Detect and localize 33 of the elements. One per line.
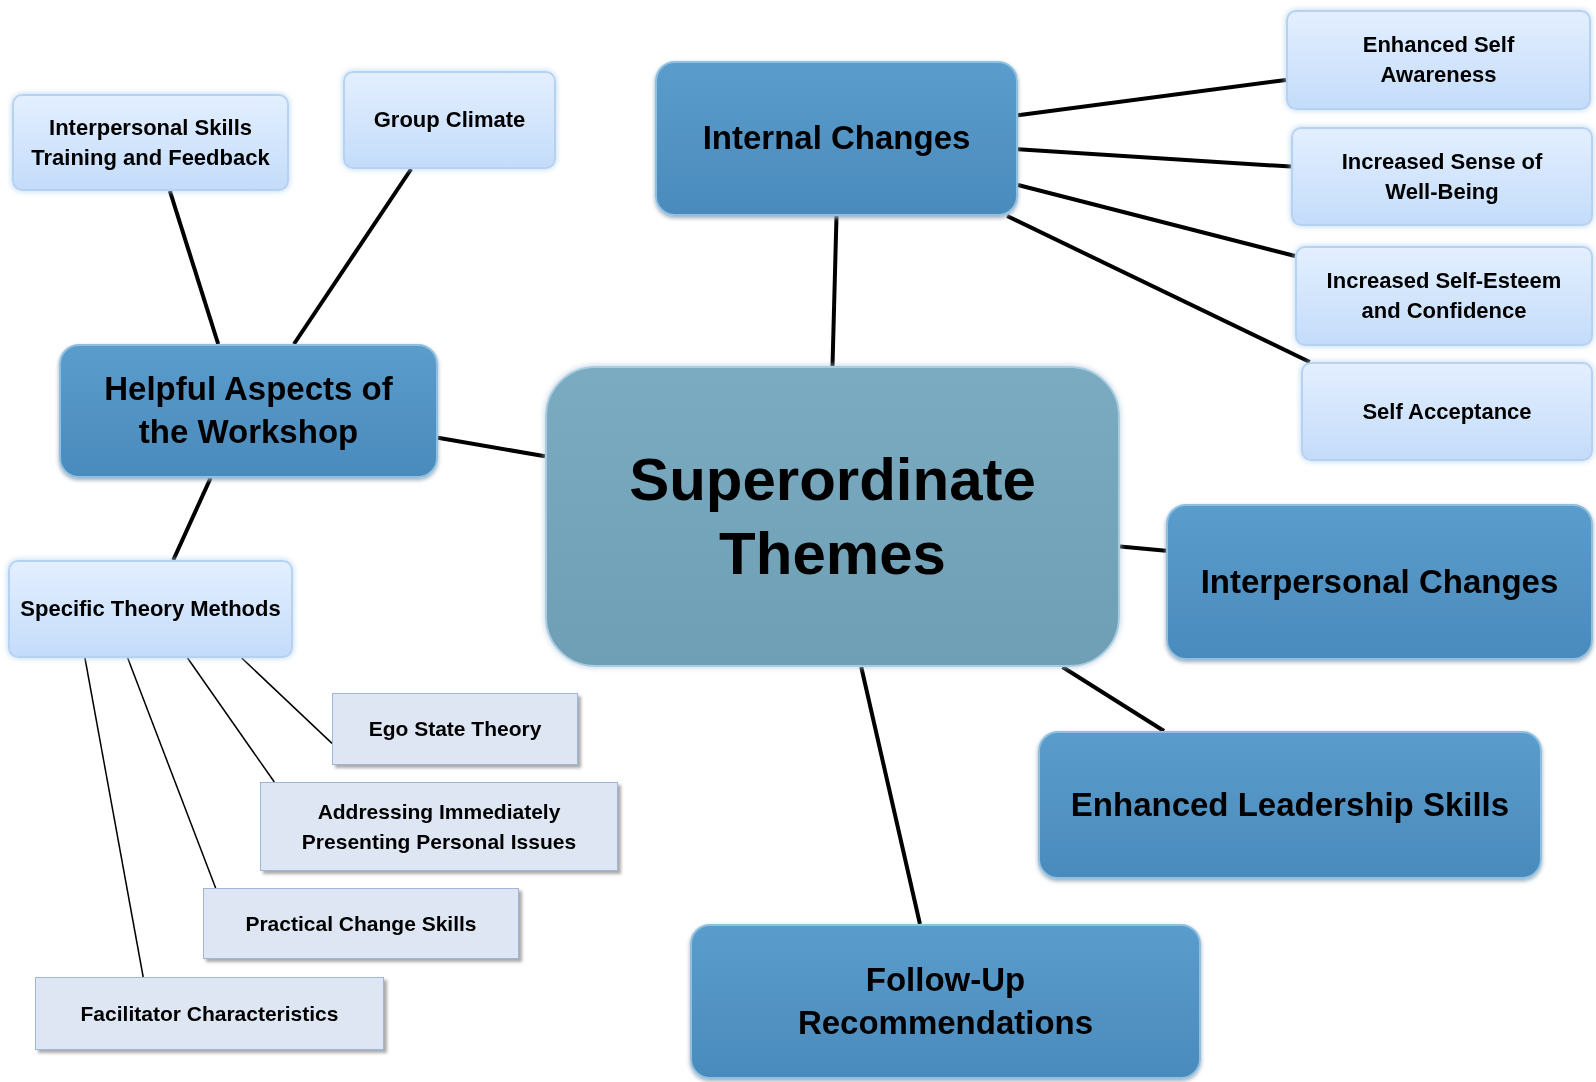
- theme-box: Enhanced Leadership Skills: [1038, 731, 1542, 879]
- connector-line: [1017, 183, 1296, 258]
- subtheme-box: Enhanced Self Awareness: [1286, 10, 1591, 110]
- theme-box: Internal Changes: [655, 61, 1018, 216]
- connector-line: [1017, 147, 1292, 169]
- leader-line: [240, 657, 333, 745]
- leader-line: [186, 657, 276, 783]
- connector-line: [168, 190, 221, 345]
- subtheme-box: Self Acceptance: [1301, 362, 1593, 461]
- connector-line: [292, 167, 413, 346]
- theme-box: Interpersonal Changes: [1166, 504, 1593, 660]
- method-box: Facilitator Characteristics: [35, 977, 384, 1050]
- connector-line: [437, 435, 546, 459]
- subtheme-box: Specific Theory Methods: [8, 560, 293, 658]
- method-box: Practical Change Skills: [203, 888, 519, 959]
- connector-line: [1017, 78, 1287, 118]
- theme-box: Follow-Up Recommendations: [690, 924, 1201, 1079]
- leader-line: [126, 657, 217, 889]
- subtheme-box: Increased Sense of Well-Being: [1291, 127, 1593, 226]
- method-box: Addressing Immediately Presenting Personal Issues: [260, 782, 618, 871]
- connector-line: [1061, 665, 1166, 733]
- method-box: Ego State Theory: [332, 693, 578, 765]
- connector-line: [830, 215, 839, 367]
- subtheme-box: Increased Self-Esteem and Confidence: [1295, 246, 1593, 346]
- central-theme-box: Superordinate Themes: [545, 366, 1120, 667]
- connector-line: [859, 666, 922, 925]
- subtheme-box: Group Climate: [343, 71, 556, 169]
- leader-line: [84, 657, 144, 978]
- theme-box: Helpful Aspects of the Workshop: [59, 344, 438, 478]
- connector-line: [1006, 214, 1311, 364]
- subtheme-box: Interpersonal Skills Training and Feedback: [12, 94, 289, 191]
- connector-line: [1119, 544, 1167, 553]
- connector-line: [171, 477, 213, 561]
